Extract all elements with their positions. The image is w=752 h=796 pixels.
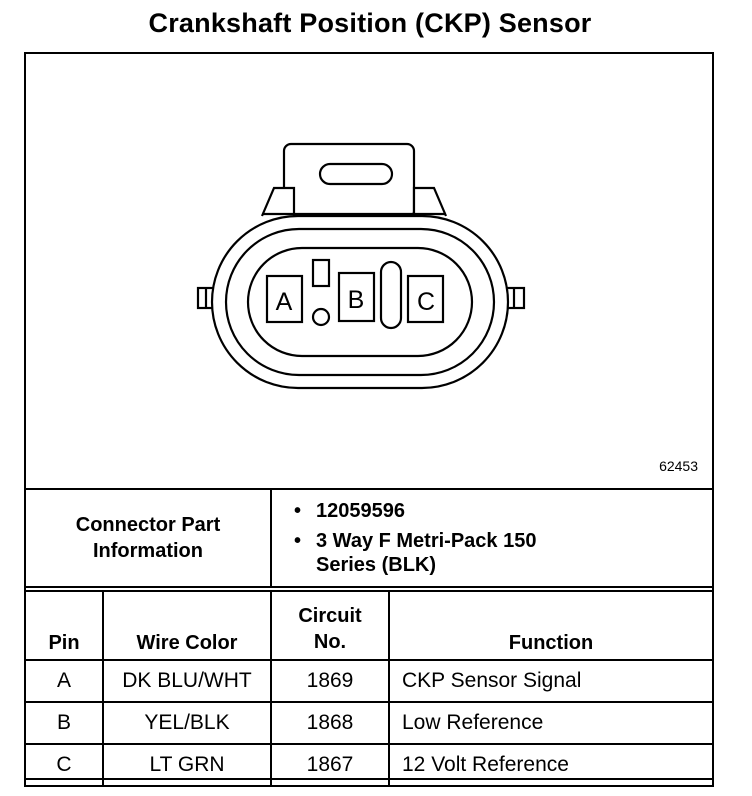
pin-cell: C xyxy=(24,743,104,787)
circuit-cell: 1869 xyxy=(270,659,390,703)
pin-a-box xyxy=(265,274,304,324)
header-circuit-text: Circuit No. xyxy=(298,605,362,653)
pin-cell: B xyxy=(24,701,104,745)
pin-table: Pin Wire Color Circuit No. Function A DK… xyxy=(24,590,714,787)
connector-inner-wall xyxy=(224,227,496,377)
connector-body xyxy=(210,214,510,390)
wire-color-cell: YEL/BLK xyxy=(102,701,272,745)
document-frame: A B C 62453 Connector Part Information 1… xyxy=(24,52,714,787)
table-row: B YEL/BLK 1868 Low Reference xyxy=(24,701,714,745)
pin-a-label: A xyxy=(276,288,293,316)
header-pin: Pin xyxy=(24,590,104,661)
connector-type: 3 Way F Metri-Pack 150 Series (BLK) xyxy=(294,529,556,577)
header-circuit: Circuit No. xyxy=(270,590,390,661)
header-function: Function xyxy=(388,590,714,661)
latch-slot xyxy=(318,162,394,186)
connector-shoulder xyxy=(260,186,296,217)
table-row: A DK BLU/WHT 1869 CKP Sensor Signal xyxy=(24,659,714,703)
page-title: Crankshaft Position (CKP) Sensor xyxy=(148,8,592,38)
connector-info-list: 12059596 3 Way F Metri-Pack 150 Series (… xyxy=(270,488,714,588)
function-cell: Low Reference xyxy=(388,701,714,745)
header-wire-color: Wire Color xyxy=(102,590,272,661)
connector-latch xyxy=(282,142,416,220)
pin-c-box xyxy=(406,274,445,324)
connector-drawing: A B C xyxy=(196,142,526,390)
function-cell: 12 Volt Reference xyxy=(388,743,714,787)
wire-color-cell: LT GRN xyxy=(102,743,272,787)
pin-b-box xyxy=(337,271,376,323)
circuit-cell: 1867 xyxy=(270,743,390,787)
figure-id: 62453 xyxy=(659,458,698,474)
connector-info-table: Connector Part Information 12059596 3 Wa… xyxy=(24,488,714,588)
wire-color-cell: DK BLU/WHT xyxy=(102,659,272,703)
table-row: C LT GRN 1867 12 Volt Reference xyxy=(24,743,714,787)
center-rib xyxy=(379,260,403,330)
pin-c-label: C xyxy=(417,288,435,316)
connector-info-label: Connector Part Information xyxy=(24,488,272,588)
connector-cavity xyxy=(246,246,474,358)
circuit-cell: 1868 xyxy=(270,701,390,745)
function-cell: CKP Sensor Signal xyxy=(388,659,714,703)
connector-diagram: A B C 62453 xyxy=(26,54,712,488)
connector-info-label-text: Connector Part Information xyxy=(75,514,221,562)
key-circle xyxy=(311,307,331,327)
key-tab xyxy=(311,258,331,288)
part-number: 12059596 xyxy=(294,499,712,523)
pin-b-label: B xyxy=(348,286,365,314)
pin-table-header: Pin Wire Color Circuit No. Function xyxy=(24,590,714,661)
pin-cell: A xyxy=(24,659,104,703)
